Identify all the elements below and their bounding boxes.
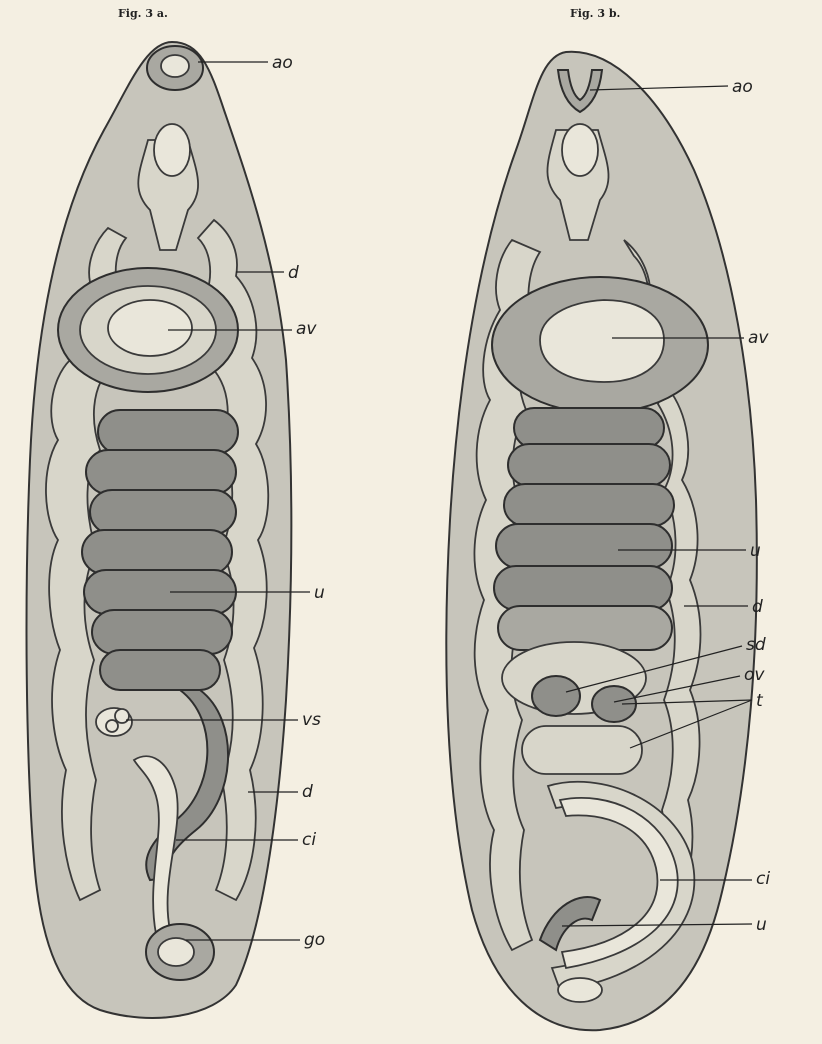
label-d-3a-lower: d: [302, 782, 313, 802]
label-ao-3b: ao: [732, 77, 753, 97]
label-ov-3b: ov: [744, 665, 765, 685]
fig3a-ventral-sucker-opening: [108, 300, 192, 356]
fig3b-pharynx: [562, 124, 598, 176]
label-u-3b-lower: u: [756, 915, 767, 935]
label-ao-3a: ao: [272, 53, 293, 73]
fig3a-genital-opening: [146, 924, 214, 980]
label-u-3a: u: [314, 583, 325, 603]
label-ci-3b: ci: [756, 869, 770, 889]
fig3a-pharynx: [154, 124, 190, 176]
label-ci-3a: ci: [302, 830, 316, 850]
label-sd-3b: sd: [746, 635, 766, 655]
fig3a-mouth-opening: [161, 55, 189, 77]
figure-3b-title: Fig. 3 b.: [570, 7, 620, 20]
label-vs-3a: vs: [302, 710, 321, 730]
figure-3a: Fig. 3 a.: [27, 7, 326, 1018]
fig3b-uterus: [494, 408, 674, 650]
fig3a-seminal-vesicle: [96, 708, 132, 736]
label-go-3a: go: [304, 930, 325, 950]
fig3b-genital-pore: [558, 978, 602, 1002]
label-t-3b: t: [756, 691, 764, 711]
label-av-3a: av: [296, 319, 317, 339]
label-u-3b-upper: u: [750, 541, 761, 561]
label-d-3a-upper: d: [288, 263, 299, 283]
label-av-3b: av: [748, 328, 769, 348]
figure-3a-title: Fig. 3 a.: [118, 7, 168, 20]
fig3b-testes: [522, 726, 642, 774]
figure-3b: Fig. 3 b.: [446, 7, 770, 1030]
fig3b-ventral-sucker-opening: [540, 300, 664, 382]
label-d-3b: d: [752, 597, 763, 617]
